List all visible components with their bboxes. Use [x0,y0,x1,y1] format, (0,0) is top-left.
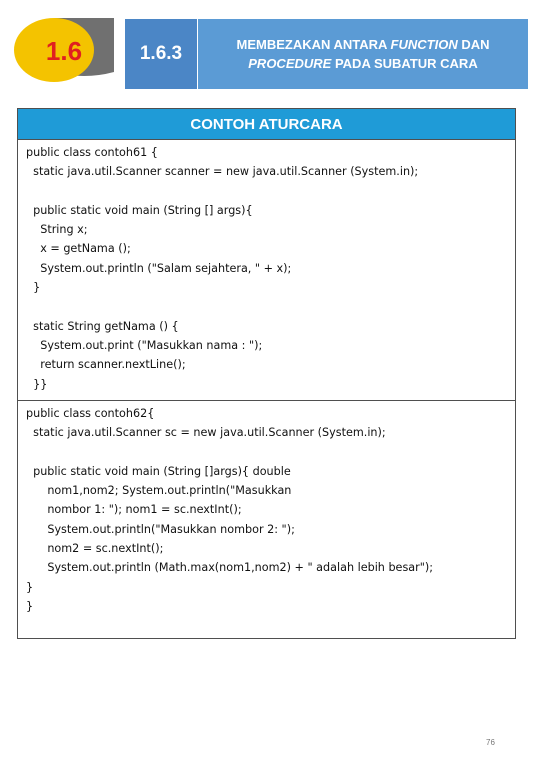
code-line: nombor 1: "); nom1 = sc.nextInt(); [26,503,242,517]
code-line: } [26,599,34,613]
code-line: x = getNama (); [26,242,131,256]
code-line: } [26,281,41,295]
section-number: 1.6.3 [139,43,183,64]
code-line [26,297,515,316]
section-title: MEMBEZAKAN ANTARA FUNCTION DAN PROCEDURE… [198,19,528,89]
chapter-badge: 1.6 [14,18,114,82]
title-italic-procedure: PROCEDURE [248,56,332,71]
program1-cell: public class contoh61 { static java.util… [18,140,515,401]
page-header: 1.6 1.6.3 MEMBEZAKAN ANTARA FUNCTION DAN… [0,0,540,100]
code-line: System.out.println (Math.max(nom1,nom2) … [26,561,434,575]
code-line: System.out.print ("Masukkan nama : "); [26,338,263,352]
code-line: System.out.println ("Salam sejahtera, " … [26,261,292,275]
code-line: static java.util.Scanner sc = new java.u… [26,426,386,440]
title-text: PADA SUBATUR CARA [331,56,478,71]
title-line-2: PROCEDURE PADA SUBATUR CARA [248,54,477,73]
code-line: public class contoh61 { [26,146,158,159]
title-italic-function: FUNCTION [390,37,458,52]
code-line: static String getNama () { [26,319,179,333]
program2-cell: public class contoh62{ static java.util.… [18,401,515,638]
code-line [26,443,515,462]
table-heading: CONTOH ATURCARA [18,109,515,140]
title-line-1: MEMBEZAKAN ANTARA FUNCTION DAN [236,35,489,54]
code-line: System.out.println("Masukkan nombor 2: "… [26,522,295,536]
code-line: }} [26,377,48,391]
badge-yellow-shape [14,18,94,82]
title-text: MEMBEZAKAN ANTARA [236,37,391,52]
chapter-number: 1.6 [46,36,82,66]
code-line: static java.util.Scanner scanner = new j… [26,165,419,179]
code-line: public static void main (String [] args)… [26,203,253,217]
title-text: DAN [457,37,490,52]
code-line: nom2 = sc.nextInt(); [26,542,164,556]
code-example-table: CONTOH ATURCARA public class contoh61 { … [17,108,516,639]
code-line [26,182,515,201]
code-line: return scanner.nextLine(); [26,358,186,372]
page-number: 76 [486,738,495,747]
code-line: nom1,nom2; System.out.println("Masukkan [26,484,292,498]
code-line: } [26,580,34,594]
code-line: public static void main (String []args){… [26,464,291,478]
code-line: String x; [26,223,88,237]
section-number-box: 1.6.3 [125,19,197,89]
code-line: public class contoh62{ [26,407,155,420]
